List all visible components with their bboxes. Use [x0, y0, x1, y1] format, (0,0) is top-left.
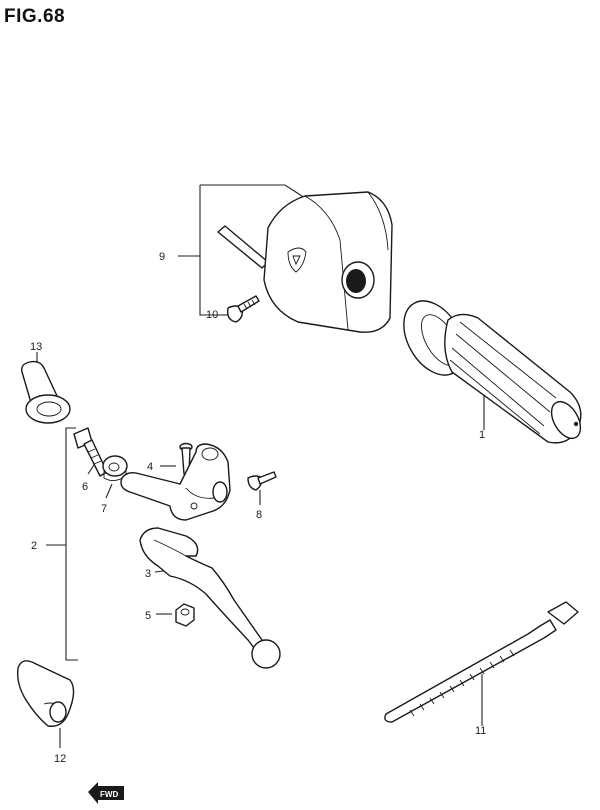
callout-9: 9: [159, 251, 165, 263]
callout-1: 1: [479, 429, 485, 441]
callout-12: 12: [54, 753, 66, 765]
callout-6: 6: [82, 481, 88, 493]
fwd-label: FWD: [100, 790, 118, 799]
figure-title: FIG.68: [4, 6, 66, 27]
clutch-lever-part[interactable]: [139, 527, 281, 669]
callout-7: 7: [101, 503, 107, 515]
handlebar-grip-part[interactable]: [391, 290, 586, 444]
cable-tie-11-part[interactable]: [384, 601, 579, 726]
adjuster-bolt-6-part[interactable]: [73, 427, 108, 477]
cable-boot-13-part[interactable]: [20, 352, 71, 424]
screw-8-part[interactable]: [247, 471, 277, 505]
forward-arrow-icon: FWD: [88, 782, 124, 804]
callout-5: 5: [145, 610, 151, 622]
callout-8: 8: [256, 509, 262, 521]
callout-3: 3: [145, 568, 151, 580]
switch-housing-part[interactable]: [178, 184, 393, 333]
callout-13: 13: [30, 341, 42, 353]
lever-cover-12-part[interactable]: [16, 660, 75, 748]
lever-assembly-bracket: [46, 427, 78, 661]
callout-10: 10: [206, 309, 218, 321]
callout-2: 2: [31, 540, 37, 552]
lock-nut-7-part[interactable]: [102, 455, 128, 499]
lever-holder-part[interactable]: [120, 443, 231, 521]
screw-10-part[interactable]: [222, 295, 260, 323]
callout-11: 11: [475, 725, 486, 737]
callout-4: 4: [147, 461, 153, 473]
nut-5-part[interactable]: [156, 603, 195, 627]
